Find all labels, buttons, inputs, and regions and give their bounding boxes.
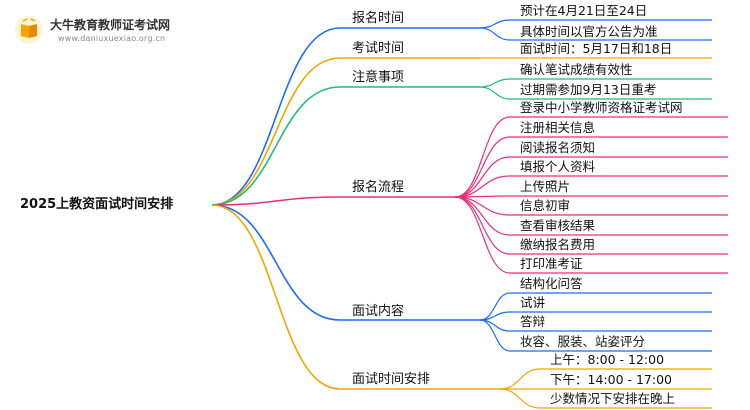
branch-connector-2	[211, 57, 341, 206]
leaf-notes-2: 过期需参加9月13日重考	[520, 82, 657, 97]
branch-connector-5	[211, 204, 341, 321]
leaf-schedule-1: 上午：8:00 - 12:00	[550, 352, 665, 367]
branch-notes: 注意事项	[352, 70, 405, 85]
branch-connector-1	[211, 27, 341, 206]
leaf-connector-4-2	[454, 136, 511, 198]
leaf-process-4: 填报个人资料	[520, 159, 596, 174]
leaf-schedule-3: 少数情况下安排在晚上	[550, 391, 676, 406]
leaf-process-8: 缴纳报名费用	[520, 237, 596, 252]
logo-subtitle: www.daniuxuexiao.org.cn	[58, 34, 166, 43]
leaf-process-3: 阅读报名须知	[520, 140, 596, 155]
leaf-process-2: 注册相关信息	[520, 120, 596, 135]
leaf-connector-1-2	[479, 27, 511, 41]
leaf-connector-4-1	[454, 116, 511, 198]
leaf-exam-time-1: 面试时间：5月17日和18日	[520, 41, 673, 56]
leaf-content-3: 答辩	[520, 314, 546, 329]
book-logo-icon	[15, 16, 43, 44]
branch-connector-3	[211, 86, 341, 206]
leaf-registration-time-2: 具体时间以官方公告为准	[520, 24, 658, 39]
leaf-connector-4-7	[454, 196, 511, 236]
leaf-process-6: 信息初审	[520, 198, 571, 213]
leaf-process-1: 登录中小学教师资格证考试网	[520, 100, 683, 115]
leaf-connector-6-3	[499, 388, 541, 409]
site-logo: 大牛教育教师证考试网 www.daniuxuexiao.org.cn	[14, 13, 174, 47]
leaf-schedule-2: 下午：14:00 - 17:00	[550, 372, 673, 387]
branch-interview-content: 面试内容	[352, 304, 405, 319]
leaf-process-9: 打印准考证	[520, 256, 583, 271]
leaf-content-2: 试讲	[520, 295, 546, 310]
branch-connector-6	[211, 204, 341, 390]
leaf-connector-5-4	[479, 319, 511, 352]
root-topic: 2025上教资面试时间安排	[20, 197, 174, 212]
leaf-connector-1-1	[479, 19, 511, 29]
leaf-registration-time-1: 预计在4月21日至24日	[520, 3, 648, 18]
leaf-connector-3-1	[479, 78, 511, 88]
leaf-connector-6-1	[499, 368, 541, 390]
branch-interview-schedule: 面试时间安排	[352, 372, 431, 387]
branch-exam-time: 考试时间	[352, 41, 405, 56]
leaf-connector-4-9	[454, 196, 511, 274]
branch-registration-process: 报名流程	[352, 180, 405, 195]
leaf-process-5: 上传照片	[520, 179, 571, 194]
logo-title: 大牛教育教师证考试网	[50, 18, 171, 32]
branch-registration-time: 报名时间	[352, 11, 405, 26]
leaf-process-7: 查看审核结果	[520, 218, 596, 233]
branch-connector-4	[211, 196, 341, 206]
leaf-connector-3-2	[479, 86, 511, 100]
leaf-content-1: 结构化问答	[520, 276, 583, 291]
leaf-notes-1: 确认笔试成绩有效性	[520, 62, 633, 77]
leaf-content-4: 妆容、服装、站姿评分	[520, 334, 646, 349]
